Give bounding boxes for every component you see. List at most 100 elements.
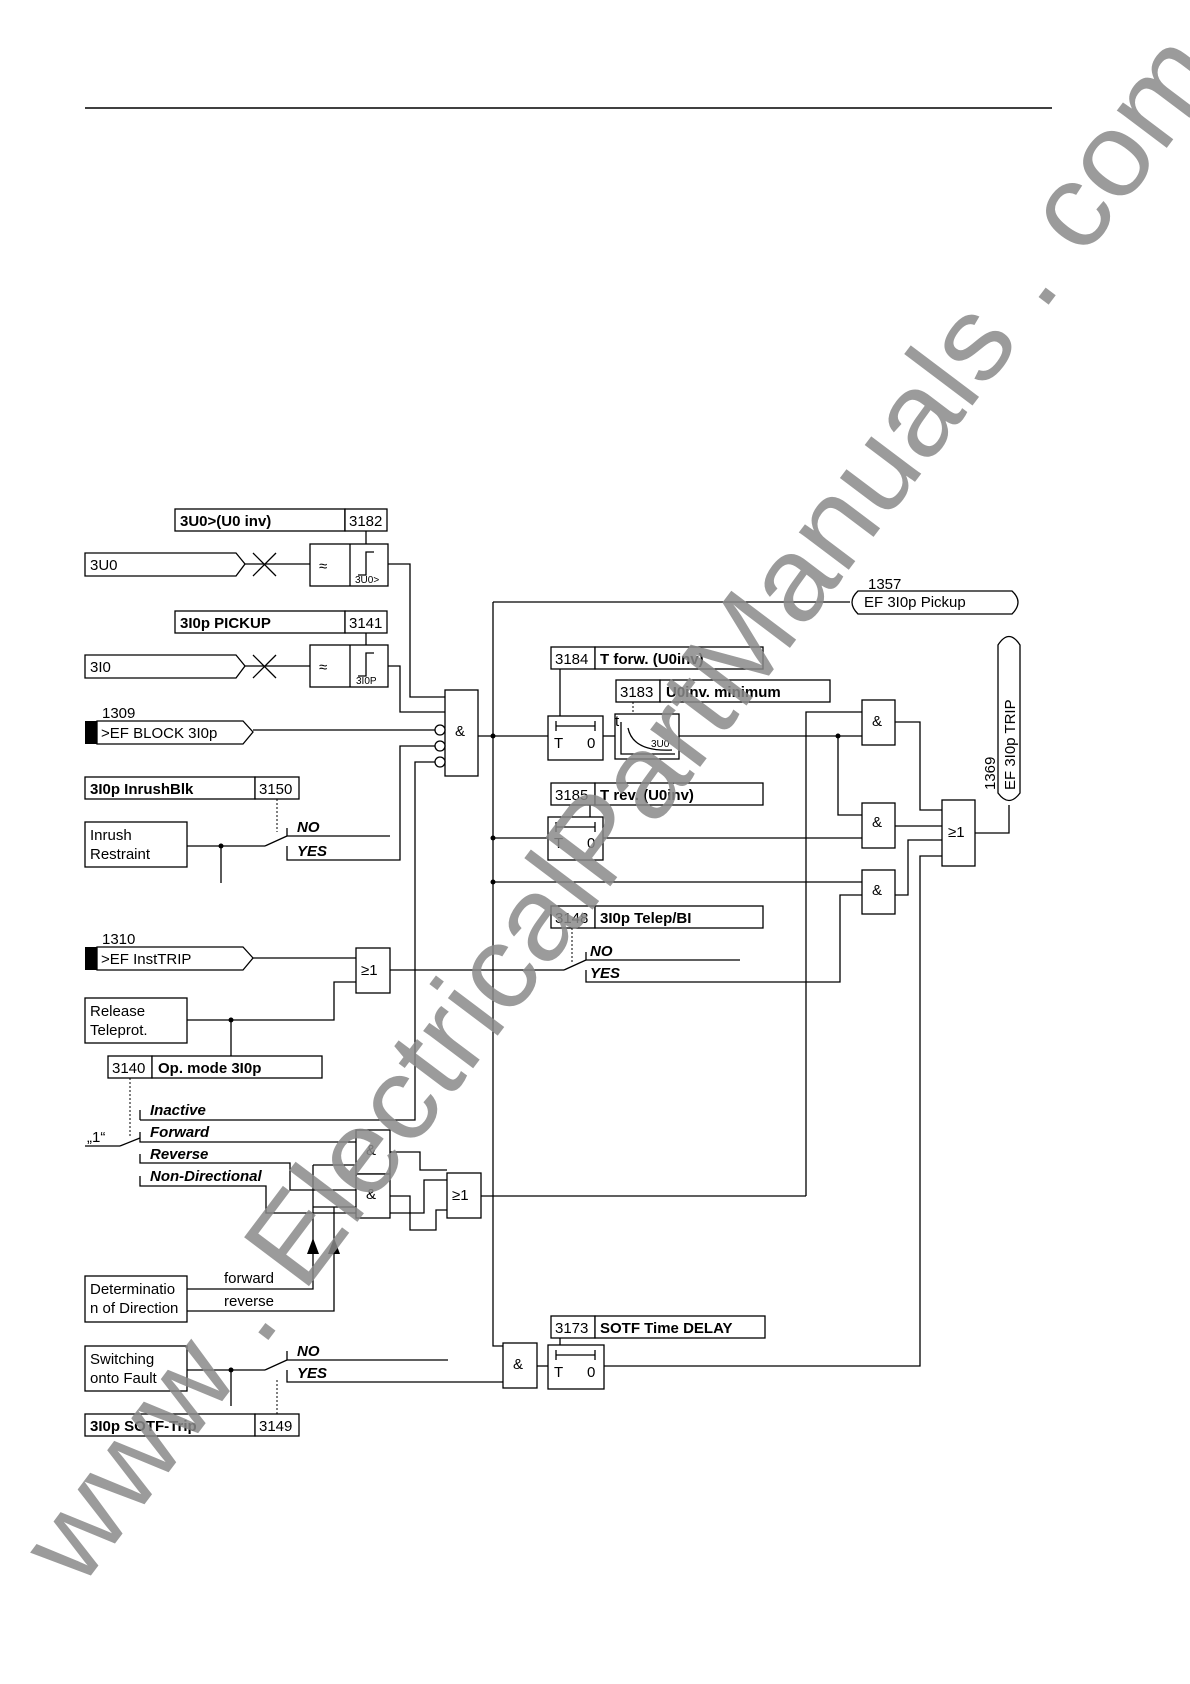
timer-3185: T 0: [547, 816, 604, 861]
setting-3173-num: 3173: [555, 1320, 588, 1337]
input-release-line1: Release: [90, 1003, 145, 1020]
input-inrush: Inrush Restraint: [84, 821, 188, 868]
gate-symbol: ≥1: [361, 962, 378, 979]
input-3u0-label: 3U0: [90, 557, 118, 574]
setting-3140-name: Op. mode 3I0p: [158, 1060, 261, 1077]
gate-symbol: &: [872, 713, 882, 730]
switch-3150: NO YES: [286, 745, 435, 861]
input-3i0: 3I0: [84, 654, 246, 679]
input-ef-insttrip: 1310 >EF InstTRIP: [85, 931, 254, 971]
input-ef-block: 1309 >EF BLOCK 3I0p: [85, 705, 254, 745]
input-ef-block-label: >EF BLOCK 3I0p: [101, 725, 217, 742]
setting-3140: 3140 Op. mode 3I0p: [107, 1055, 323, 1079]
input-sotf-line2: onto Fault: [90, 1370, 158, 1387]
timer-3173: T 0: [547, 1344, 605, 1390]
input-sotf: Switching onto Fault: [84, 1345, 188, 1392]
timer-t: T: [554, 735, 563, 752]
setting-3150-name: 3I0p InrushBlk: [90, 781, 194, 798]
setting-3185: 3185 T rev. (U0inv): [550, 782, 764, 806]
and-gate-dir-reverse: &: [355, 1173, 391, 1219]
switch-3148: NO YES: [585, 894, 862, 983]
setting-3184: 3184 T forw. (U0inv): [550, 646, 764, 670]
cross-mark: [252, 654, 277, 679]
setting-3182: 3U0>(U0 inv) 3182: [174, 508, 388, 532]
input-inrush-line2: Restraint: [90, 846, 151, 863]
setting-3185-name: T rev. (U0inv): [600, 787, 694, 804]
setting-3149-name: 3I0p SOTF-Trip: [90, 1418, 197, 1435]
setting-3141: 3I0p PICKUP 3141: [174, 610, 388, 634]
setting-3184-name: T forw. (U0inv): [600, 651, 704, 668]
timer-zero: 0: [587, 735, 595, 752]
and-gate-sotf: &: [502, 1342, 538, 1389]
switch-3140: Inactive Forward Reverse Non-Directional: [139, 1102, 447, 1214]
setting-3150-num: 3150: [259, 781, 292, 798]
input-3i0-label: 3I0: [90, 659, 111, 676]
setting-3140-num: 3140: [112, 1060, 145, 1077]
option-forward: Forward: [150, 1124, 210, 1141]
gate-symbol: &: [872, 882, 882, 899]
input-3u0: 3U0: [84, 552, 246, 577]
setting-3149: 3I0p SOTF-Trip 3149: [84, 1413, 300, 1437]
gate-symbol: ≥1: [948, 824, 965, 841]
setting-3173: 3173 SOTF Time DELAY: [550, 1315, 766, 1339]
direction-reverse-label: reverse: [224, 1293, 274, 1310]
setting-3183: 3183 U0inv. minimum: [615, 679, 831, 703]
setting-3183-num: 3183: [620, 684, 653, 701]
setting-3173-name: SOTF Time DELAY: [600, 1320, 733, 1337]
setting-3148-num: 3148: [555, 910, 588, 927]
timer-zero: 0: [587, 1364, 595, 1381]
setting-3148: 3148 3I0p Telep/BI: [550, 905, 764, 929]
option-yes: YES: [297, 843, 327, 860]
output-trip-num: 1369: [982, 757, 999, 790]
const-one-label: „1“: [87, 1129, 105, 1146]
setting-3149-num: 3149: [259, 1418, 292, 1435]
input-inrush-line1: Inrush: [90, 827, 132, 844]
input-ef-insttrip-num: 1310: [102, 931, 135, 948]
gate-symbol: &: [513, 1356, 523, 1373]
switch-3149: NO YES: [286, 1343, 503, 1383]
option-no: NO: [590, 943, 613, 960]
setting-3148-name: 3I0p Telep/BI: [600, 910, 691, 927]
setting-3182-name: 3U0>(U0 inv): [180, 513, 271, 530]
curve-t: t: [615, 713, 620, 730]
direction-forward-label: forward: [224, 1270, 274, 1287]
timer-t: T: [554, 1364, 563, 1381]
threshold-i0-label: 3I0P: [356, 676, 377, 687]
setting-3184-num: 3184: [555, 651, 588, 668]
option-yes: YES: [297, 1365, 327, 1382]
timer-t: T: [554, 835, 563, 852]
option-reverse: Reverse: [150, 1146, 208, 1163]
gate-symbol: &: [366, 1142, 376, 1159]
input-release-teleprot: Release Teleprot.: [84, 997, 188, 1044]
timer-zero: 0: [587, 835, 595, 852]
threshold-u0-label: 3U0>: [355, 575, 379, 586]
output-trip-label: EF 3I0p TRIP: [1002, 699, 1019, 790]
input-sotf-line1: Switching: [90, 1351, 154, 1368]
output-pickup: 1357 EF 3I0p Pickup: [851, 576, 1019, 615]
input-ef-insttrip-label: >EF InstTRIP: [101, 951, 191, 968]
curve-u: 3U0: [651, 739, 670, 750]
or-gate-insttrip: ≥1: [355, 947, 391, 994]
option-no: NO: [297, 819, 320, 836]
inverse-curve: t 3U0: [614, 713, 680, 760]
filter-icon: ≈: [319, 659, 327, 676]
output-trip: EF 3I0p TRIP 1369: [982, 635, 1021, 802]
setting-3185-num: 3185: [555, 787, 588, 804]
setting-3183-name: U0inv. minimum: [666, 684, 781, 701]
and-gate-teleprot: &: [861, 869, 896, 915]
gate-symbol: &: [872, 814, 882, 831]
gate-symbol: &: [366, 1186, 376, 1203]
cross-mark: [252, 552, 277, 577]
option-nondir: Non-Directional: [150, 1168, 263, 1185]
and-gate-forward: &: [861, 699, 896, 746]
or-gate-trip: ≥1: [941, 799, 976, 867]
and-gate-main: &: [434, 689, 479, 777]
input-direction: Determinatio n of Direction: [84, 1275, 188, 1323]
setting-3182-num: 3182: [349, 513, 382, 530]
output-pickup-num: 1357: [868, 576, 901, 593]
gate-symbol: ≥1: [452, 1187, 469, 1204]
i0-filter-threshold: ≈ 3I0P: [309, 644, 389, 688]
or-gate-direction: ≥1: [446, 1172, 482, 1219]
timer-3184: T 0: [547, 715, 604, 761]
